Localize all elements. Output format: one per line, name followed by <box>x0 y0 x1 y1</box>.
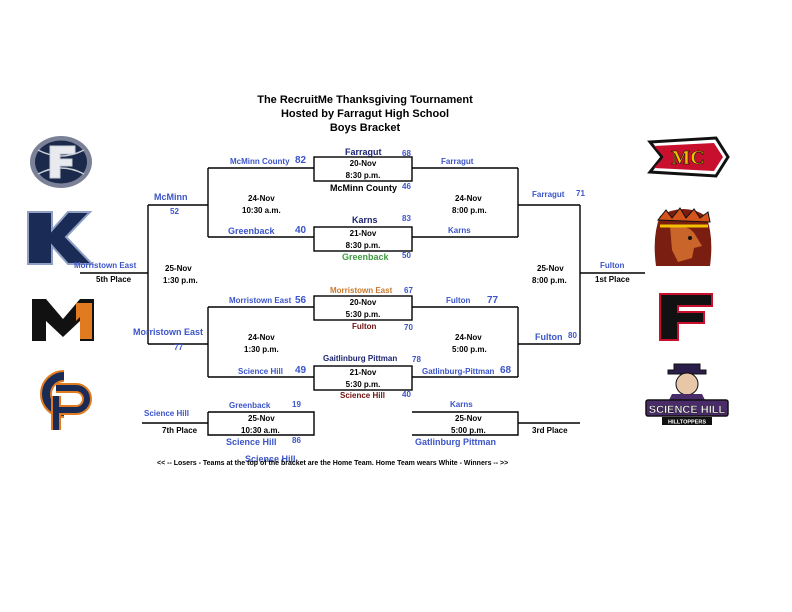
karns-k-icon <box>26 210 95 266</box>
game3-right-score: 77 <box>487 295 499 306</box>
mcminn-m-icon <box>30 297 96 343</box>
seventh-bottom-score: 86 <box>292 436 301 445</box>
third-date: 25-Nov <box>455 414 482 423</box>
semi-right-top-team: Farragut <box>532 190 565 199</box>
first-place-team: Fulton <box>600 261 625 270</box>
morristown-east-indian-head-icon <box>650 206 716 268</box>
game4-time: 5:30 p.m. <box>345 380 381 389</box>
game2-time: 8:30 p.m. <box>345 241 381 250</box>
hilltoppers-logo-text: HILLTOPPERS <box>668 420 706 426</box>
game3-score2: 70 <box>404 323 413 332</box>
game4-left-team: Science Hill <box>238 367 283 376</box>
first-place-time: 8:00 p.m. <box>532 276 567 285</box>
semi-right-top-score: 71 <box>576 189 585 198</box>
game1-score2: 46 <box>402 182 411 191</box>
game4-right-score: 68 <box>500 365 512 376</box>
seventh-top-score: 19 <box>292 400 301 409</box>
first-place-date: 25-Nov <box>537 264 564 273</box>
seventh-place-team: Science Hill <box>144 409 189 418</box>
game3-score1: 67 <box>404 286 413 295</box>
semi-right-top-time: 8:00 p.m. <box>452 206 487 215</box>
game3-team2: Fulton <box>352 322 377 331</box>
game4-date: 21-Nov <box>349 368 377 377</box>
game1-left-team: McMinn County <box>230 157 290 166</box>
semi-left-bottom-team: Morristown East <box>133 327 204 337</box>
science-hill-hilltoppers-icon: SCIENCE HILL HILLTOPPERS <box>644 360 730 432</box>
game2-left-score: 40 <box>295 225 307 236</box>
farragut-f-basketball-icon <box>28 134 94 190</box>
fifth-place-date: 25-Nov <box>165 264 192 273</box>
semi-left-top-team: McMinn <box>154 192 188 202</box>
page-title: The RecruitMe Thanksgiving Tournament <box>257 94 473 106</box>
seventh-top-team: Greenback <box>229 401 271 410</box>
game3-date: 20-Nov <box>349 298 377 307</box>
seventh-bottom-team: Science Hill <box>226 437 277 447</box>
game1-score1: 68 <box>402 149 411 158</box>
game1-left-score: 82 <box>295 155 307 166</box>
bracket-name: Boys Bracket <box>329 122 401 134</box>
seventh-overlap-team: Science Hill <box>245 454 296 464</box>
third-top-team: Karns <box>450 400 473 409</box>
game3-time: 5:30 p.m. <box>345 310 381 319</box>
footer-legend: << -- Losers - Teams at the top of the b… <box>157 460 509 467</box>
seventh-place-label: 7th Place <box>162 426 198 435</box>
semi-left-top-time: 10:30 a.m. <box>242 206 281 215</box>
third-bottom-team: Gatlinburg Pittman <box>415 437 496 447</box>
semi-right-top-date: 24-Nov <box>455 194 482 203</box>
svg-text:MC: MC <box>671 147 704 169</box>
semi-right-bottom-score: 80 <box>568 331 577 340</box>
game1-right-team: Farragut <box>441 157 474 166</box>
fifth-place-team: Morristown East <box>74 261 137 270</box>
game2-right-team: Karns <box>448 226 471 235</box>
game2-date: 21-Nov <box>349 229 377 238</box>
semi-left-bottom-date: 24-Nov <box>248 333 275 342</box>
game2-score1: 83 <box>402 214 411 223</box>
science-hill-logo-text: SCIENCE HILL <box>649 404 726 416</box>
game3-left-team: Morristown East <box>229 296 292 305</box>
game2-team2: Greenback <box>342 252 389 262</box>
semi-right-bottom-date: 24-Nov <box>455 333 482 342</box>
game1-date: 20-Nov <box>349 159 377 168</box>
semi-left-bottom-time: 1:30 p.m. <box>244 345 279 354</box>
game4-team1: Gaitlinburg Pittman <box>323 354 398 363</box>
third-place-label: 3rd Place <box>532 426 568 435</box>
game4-right-team: Gatlinburg-Pittman <box>422 367 495 376</box>
semi-left-bottom-score: 77 <box>174 343 183 352</box>
fulton-f-icon <box>656 292 716 342</box>
third-time: 5:00 p.m. <box>451 426 486 435</box>
seventh-date: 25-Nov <box>248 414 275 423</box>
game1-team1: Farragut <box>345 147 382 157</box>
gatlinburg-pittman-gp-icon <box>26 366 96 436</box>
mcminn-central-mc-arrowhead-icon: MC <box>646 134 730 180</box>
game3-team1: Morristown East <box>330 286 393 295</box>
fifth-place-label: 5th Place <box>96 275 132 284</box>
semi-right-bottom-team: Fulton <box>535 332 563 342</box>
game3-left-score: 56 <box>295 295 307 306</box>
game2-score2: 50 <box>402 251 411 260</box>
game1-team2: McMinn County <box>330 183 397 193</box>
game1-time: 8:30 p.m. <box>345 171 381 180</box>
game4-team2: Science Hill <box>340 391 385 400</box>
game4-score2: 40 <box>402 390 411 399</box>
first-place-label: 1st Place <box>595 275 630 284</box>
game3-right-team: Fulton <box>446 296 471 305</box>
semi-left-top-date: 24-Nov <box>248 194 275 203</box>
semi-left-top-score: 52 <box>170 207 179 216</box>
game4-score1: 78 <box>412 355 421 364</box>
game2-team1: Karns <box>352 215 378 225</box>
game2-left-team: Greenback <box>228 226 275 236</box>
fifth-place-time: 1:30 p.m. <box>163 276 198 285</box>
game4-left-score: 49 <box>295 365 307 376</box>
page-subtitle: Hosted by Farragut High School <box>280 108 450 120</box>
seventh-time: 10:30 a.m. <box>241 426 280 435</box>
semi-right-bottom-time: 5:00 p.m. <box>452 345 487 354</box>
